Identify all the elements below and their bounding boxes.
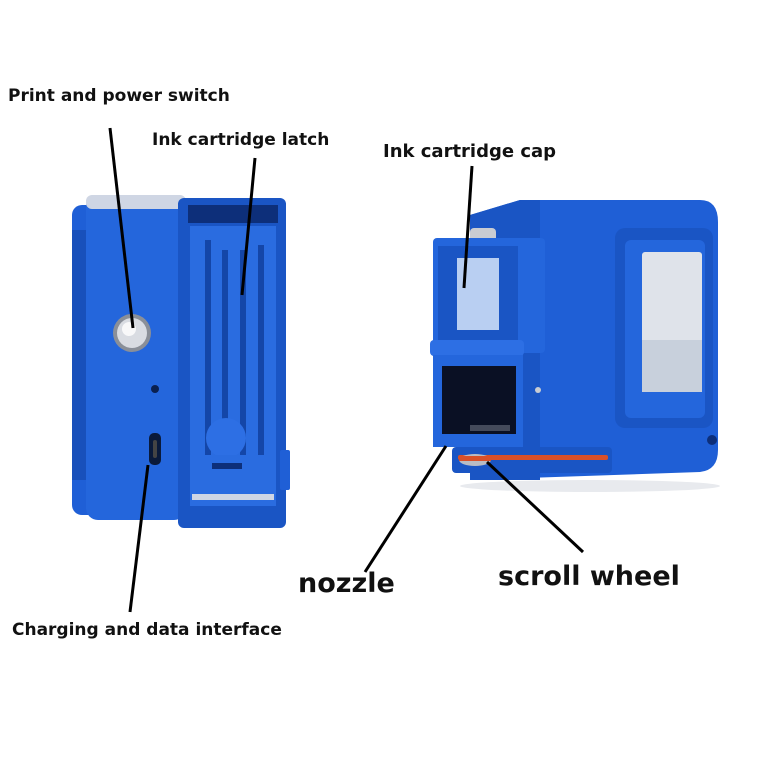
label-charging-port: Charging and data interface (12, 620, 282, 640)
leader-cartridge-latch (240, 157, 257, 296)
label-cartridge-cap: Ink cartridge cap (383, 141, 557, 162)
leader-cartridge-cap (462, 165, 474, 289)
label-power-switch: Print and power switch (8, 86, 230, 106)
leader-scroll-wheel (485, 460, 585, 554)
cartridge-latch (192, 240, 274, 500)
leader-lines (108, 127, 585, 613)
leader-nozzle (363, 445, 448, 573)
leader-power-switch (108, 127, 135, 329)
label-nozzle: nozzle (298, 568, 395, 599)
nozzle-opening (433, 355, 523, 447)
label-cartridge-latch: Ink cartridge latch (152, 130, 330, 150)
leader-charging-port (128, 464, 150, 613)
ink-cartridge-cap (430, 238, 545, 356)
printer-angled-view (430, 200, 720, 492)
power-switch (113, 314, 151, 352)
scroll-wheel (458, 454, 608, 466)
reset-hole (151, 385, 159, 393)
printer-side-view (72, 195, 290, 528)
label-scroll-wheel: scroll wheel (498, 561, 680, 592)
